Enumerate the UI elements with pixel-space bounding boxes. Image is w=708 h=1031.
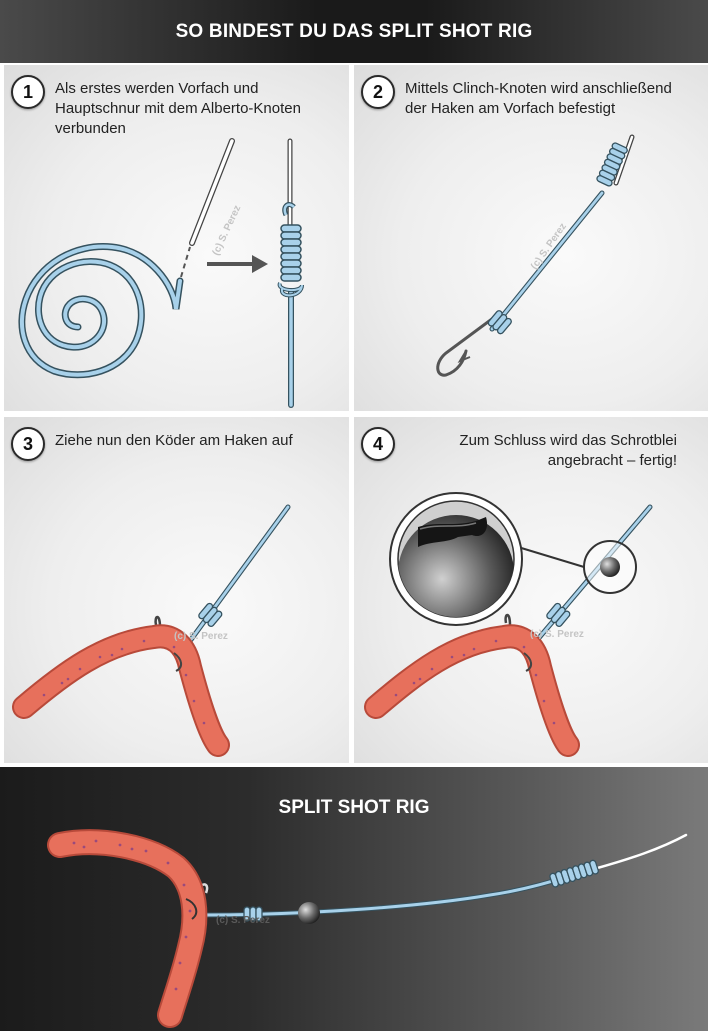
step-number-badge: 3: [11, 427, 45, 461]
split-shot-illustration: [364, 492, 653, 757]
step-caption: Ziehe nun den Köder am Haken auf: [55, 432, 293, 449]
page-title: SO BINDEST DU DAS SPLIT SHOT RIG: [0, 0, 708, 63]
step-caption-line-2: angebracht – fertig!: [547, 452, 677, 469]
step-caption: Als erstes werden Vorfach und Hauptschnu…: [55, 80, 301, 137]
step-panel-3: 3 Ziehe nun den Köder am Haken auf (c) S…: [4, 417, 349, 763]
knot-wraps: [596, 142, 628, 187]
step-caption: Mittels Clinch-Knoten wird anschließend …: [405, 80, 672, 117]
summary-section: SPLIT SHOT RIG: [0, 767, 708, 1031]
bait-flakes: [42, 639, 206, 725]
clinch-wraps: [546, 602, 571, 628]
step-caption: Zum Schluss wird das Schrotblei angebrac…: [405, 431, 677, 471]
summary-title: SPLIT SHOT RIG: [278, 797, 430, 818]
knot-wraps: [280, 224, 302, 282]
complete-rig-illustration: [47, 829, 688, 1028]
step-number-badge: 4: [361, 427, 395, 461]
clinch-wraps: [243, 906, 263, 922]
connection-gap: [180, 246, 191, 278]
knot-wraps: [549, 859, 599, 888]
step-number-badge: 1: [11, 75, 45, 109]
step-number-badge: 2: [361, 75, 395, 109]
alberto-knot-illustration: [18, 138, 304, 408]
hook: [154, 615, 162, 628]
split-shot-weight: [600, 557, 620, 577]
hook: [504, 613, 512, 626]
step-panel-1: 1 Als erstes werden Vorfach und Hauptsch…: [4, 65, 349, 411]
main-line: [592, 833, 688, 871]
clinch-wraps: [487, 310, 512, 335]
bait-on-hook-illustration: [12, 504, 291, 757]
clinch-knot-illustration: [436, 134, 635, 377]
step-panel-4: 4 Zum Schluss wird das Schrotblei angebr…: [354, 417, 708, 763]
bait-flakes: [72, 839, 192, 991]
clinch-wraps: [198, 602, 223, 628]
step-panel-2: 2 Mittels Clinch-Knoten wird anschließen…: [354, 65, 708, 411]
step-caption-line-1: Zum Schluss wird das Schrotblei: [459, 432, 677, 449]
arrow-head: [252, 255, 268, 273]
watermark: (c) S. Perez: [530, 629, 584, 640]
bait-flakes: [394, 639, 556, 725]
watermark: (c) S. Perez: [216, 915, 270, 926]
split-shot-weight: [298, 902, 320, 924]
watermark: (c) S. Perez: [174, 631, 228, 642]
